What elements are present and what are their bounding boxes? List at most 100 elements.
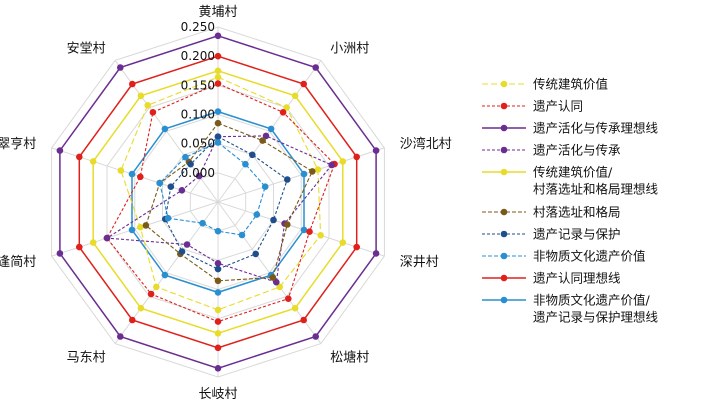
series-4-point-8 bbox=[89, 158, 97, 165]
series-5-point-4 bbox=[269, 274, 277, 281]
series-line-6 bbox=[164, 136, 288, 270]
series-3-point-6 bbox=[183, 241, 191, 248]
series-0-point-6 bbox=[153, 283, 160, 291]
series-2-point-2 bbox=[372, 147, 380, 154]
series-6-point-3 bbox=[270, 216, 277, 224]
category-label-8: 翠亨村 bbox=[0, 136, 36, 152]
series-9-point-7 bbox=[128, 226, 136, 234]
series-0-point-2 bbox=[314, 166, 322, 173]
series-4-point-3 bbox=[339, 239, 347, 246]
legend-item-0: 传统建筑价值 bbox=[482, 77, 608, 92]
series-5 bbox=[142, 119, 316, 285]
legend-label-4-1: 村落选址和格局理想线 bbox=[533, 182, 659, 197]
series-6-point-9 bbox=[187, 160, 194, 168]
series-5-point-2 bbox=[309, 168, 316, 175]
category-label-4: 松塘村 bbox=[330, 350, 369, 366]
series-5-point-3 bbox=[284, 221, 291, 228]
series-7-point-7 bbox=[164, 214, 172, 222]
series-1-point-9 bbox=[149, 109, 157, 116]
legend-swatch-marker-5 bbox=[500, 208, 508, 216]
legend-item-9: 非物质文化遗产价值/遗产记录与保护理想线 bbox=[482, 293, 659, 325]
series-6-point-4 bbox=[252, 250, 259, 258]
series-7-point-3 bbox=[253, 211, 261, 218]
category-label-3: 深井村 bbox=[400, 255, 439, 270]
series-1-point-1 bbox=[279, 109, 287, 116]
series-4-point-5 bbox=[214, 330, 222, 337]
series-3-point-9 bbox=[195, 172, 203, 180]
series-7-point-4 bbox=[238, 231, 246, 239]
tick-label-2: 0.100 bbox=[181, 108, 215, 122]
series-8-point-7 bbox=[76, 243, 83, 251]
series-1-point-4 bbox=[285, 295, 292, 303]
series-5-point-7 bbox=[142, 222, 150, 229]
series-2-point-5 bbox=[214, 365, 222, 372]
series-3-point-7 bbox=[103, 234, 111, 242]
legend-label-2-0: 遗产活化与传承理想线 bbox=[533, 121, 659, 136]
legend-item-8: 遗产认同理想线 bbox=[482, 271, 621, 286]
series-9-point-8 bbox=[128, 170, 136, 178]
series-6-point-8 bbox=[167, 183, 175, 190]
series-1-point-3 bbox=[306, 228, 313, 235]
category-label-6: 马东村 bbox=[67, 351, 106, 366]
series-7-point-5 bbox=[214, 227, 222, 235]
tick-label-4: 0.200 bbox=[181, 49, 215, 63]
series-3-point-2 bbox=[328, 161, 336, 169]
legend-swatch-marker-9 bbox=[500, 296, 508, 304]
series-7-point-1 bbox=[242, 160, 249, 168]
legend-label-0-0: 传统建筑价值 bbox=[533, 77, 608, 92]
series-2-point-6 bbox=[117, 333, 124, 340]
series-6-point-0 bbox=[214, 133, 222, 140]
series-8-point-1 bbox=[300, 80, 308, 88]
series-line-0 bbox=[120, 76, 322, 311]
series-4-point-9 bbox=[137, 92, 145, 100]
tick-label-0: 0.000 bbox=[181, 166, 215, 180]
category-label-1: 小洲村 bbox=[330, 42, 369, 57]
series-9-point-0 bbox=[214, 108, 222, 115]
series-3 bbox=[103, 132, 336, 286]
series-5-point-0 bbox=[214, 119, 222, 127]
series-2-point-1 bbox=[312, 64, 320, 71]
series-2-point-9 bbox=[117, 64, 124, 71]
legend-swatch-marker-8 bbox=[500, 274, 508, 282]
series-7-point-0 bbox=[214, 139, 222, 146]
series-3-point-5 bbox=[214, 260, 222, 267]
series-4-point-0 bbox=[214, 67, 222, 75]
category-label-2: 沙湾北村 bbox=[400, 136, 452, 152]
category-label-7: 逢简村 bbox=[0, 254, 36, 270]
legend-swatch-marker-2 bbox=[500, 124, 508, 132]
series-9-point-5 bbox=[214, 289, 222, 296]
legend-label-9-0: 非物质文化遗产价值/ bbox=[533, 293, 651, 308]
series-4-point-1 bbox=[291, 92, 299, 100]
series-9-point-2 bbox=[300, 170, 308, 178]
series-3-point-8 bbox=[178, 187, 186, 194]
series-3-point-1 bbox=[262, 132, 270, 140]
series-0 bbox=[117, 73, 324, 314]
legend-swatch-marker-6 bbox=[500, 230, 508, 238]
series-8-point-5 bbox=[214, 344, 222, 352]
legend-swatch-marker-1 bbox=[500, 102, 508, 110]
series-line-5 bbox=[145, 122, 314, 282]
series-4-point-4 bbox=[291, 304, 299, 312]
series-9-point-9 bbox=[161, 125, 169, 133]
series-7-point-9 bbox=[182, 153, 189, 161]
series-8 bbox=[76, 52, 361, 352]
legend-label-8-0: 遗产认同理想线 bbox=[533, 271, 621, 286]
series-7 bbox=[156, 139, 269, 239]
series-3-point-4 bbox=[273, 278, 280, 286]
series-6-point-5 bbox=[214, 265, 222, 273]
series-7-point-2 bbox=[261, 183, 269, 190]
series-4-point-6 bbox=[137, 304, 145, 312]
series-9-point-1 bbox=[267, 125, 275, 133]
tick-label-1: 0.050 bbox=[181, 137, 215, 151]
legend-swatch-marker-7 bbox=[500, 252, 508, 260]
series-8-point-9 bbox=[129, 80, 136, 88]
legend-swatch-marker-3 bbox=[500, 146, 508, 154]
category-label-9: 安堂村 bbox=[67, 42, 106, 57]
series-2-point-8 bbox=[56, 147, 64, 154]
series-line-7 bbox=[159, 141, 266, 236]
radar-series bbox=[56, 32, 380, 372]
series-6 bbox=[162, 133, 291, 273]
